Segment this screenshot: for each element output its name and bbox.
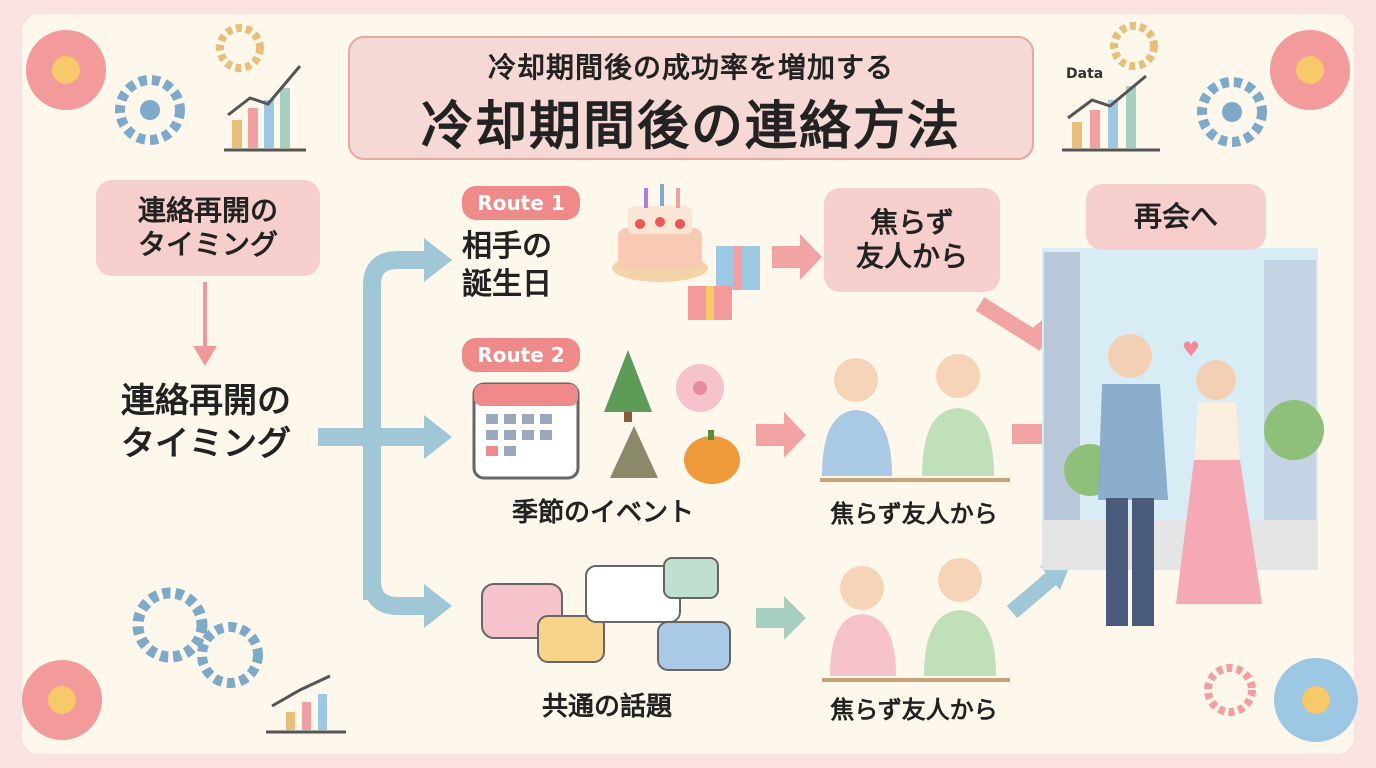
flower-icon [1274, 658, 1358, 742]
gear-icon [216, 24, 264, 72]
tree-icon [610, 426, 658, 478]
bar-chart-icon [266, 674, 346, 734]
flower-icon [26, 30, 106, 110]
bar-chart-icon [1062, 74, 1160, 152]
reunion-scene: ♥ [1042, 248, 1324, 626]
timing-label: 連絡再開の タイミング [121, 381, 291, 464]
flower-icon [22, 660, 102, 740]
arrow-head [424, 415, 452, 459]
friends-illustration [820, 354, 1010, 482]
gear-icon [132, 587, 263, 688]
route-badge-1: Route 1 [462, 186, 580, 220]
result-box-1: 焦らず 友人から [824, 188, 1000, 292]
christmas-tree-icon [604, 350, 652, 422]
subtitle: 冷却期間後の成功率を増加する [487, 51, 894, 84]
title-card: 冷却期間後の成功率を増加する 冷却期間後の連絡方法 [348, 36, 1034, 160]
route-label-2: 季節のイベント [511, 498, 694, 528]
result-arrow [772, 234, 822, 280]
flower-icon [1270, 30, 1350, 110]
timing-box: 連絡再開の タイミング [96, 180, 320, 276]
branch-connector [318, 251, 428, 615]
result-arrow [756, 596, 806, 640]
gear-icon [1197, 77, 1267, 147]
result-label-2: 焦らず友人から [830, 500, 998, 528]
svg-text:♥: ♥ [1182, 337, 1200, 361]
goal-box: 再会へ [1086, 184, 1266, 250]
bar-chart-icon [224, 65, 306, 152]
gift-box-icon [688, 246, 760, 320]
gear-icon [1204, 664, 1256, 716]
pumpkin-icon [684, 430, 740, 484]
gear-icon [115, 75, 185, 145]
result-arrow [756, 412, 806, 458]
friends-illustration [822, 558, 1010, 682]
chart-icon-label: Data [1066, 66, 1104, 82]
arrow-head [424, 238, 452, 282]
arrow-head [424, 584, 452, 628]
down-arrow [193, 282, 217, 366]
route-label-3: 共通の話題 [541, 692, 672, 722]
speech-bubbles-icon [481, 557, 731, 671]
cherry-blossom-icon [676, 364, 724, 412]
route-label-1: 相手の 誕生日 [462, 229, 552, 302]
gear-icon [1110, 22, 1158, 70]
birthday-cake-icon [612, 184, 708, 282]
page-title: 冷却期間後の連絡方法 [420, 97, 961, 157]
result-label-3: 焦らず友人から [830, 696, 998, 724]
calendar-icon [472, 382, 580, 480]
route-badge-2: Route 2 [462, 338, 580, 372]
